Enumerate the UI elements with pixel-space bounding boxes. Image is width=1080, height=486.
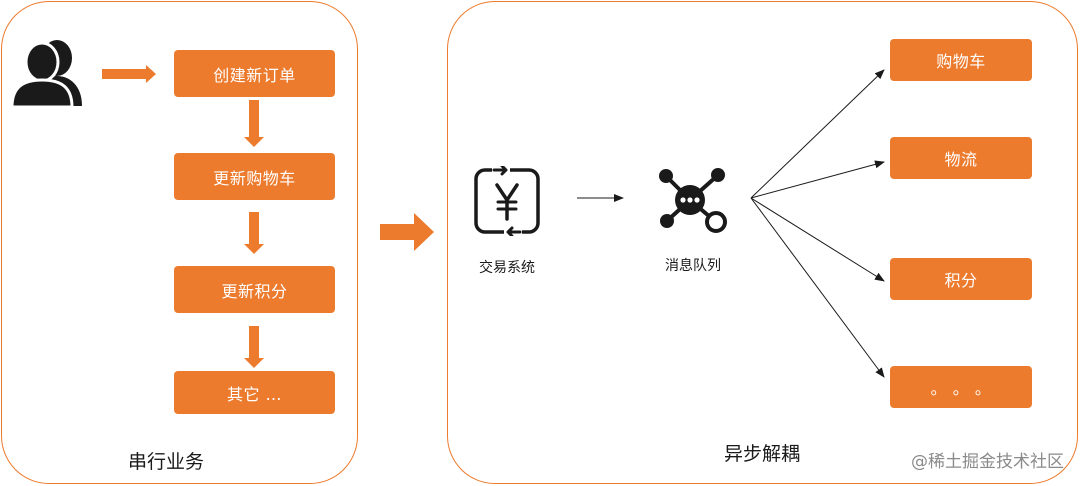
serial-panel-title: 串行业务 (128, 451, 205, 473)
target-points: 积分 (890, 258, 1032, 300)
target-logistics: 物流 (890, 137, 1032, 179)
serial-step-create-order: 创建新订单 (174, 50, 335, 97)
serial-step-others: 其它 … (174, 371, 335, 414)
panel-transition-arrow (380, 213, 434, 251)
message-queue-icon (656, 164, 730, 236)
message-queue-label: 消息队列 (665, 258, 721, 274)
serial-step-update-points: 更新积分 (174, 266, 335, 313)
target-others: 。 。 。 (890, 366, 1032, 408)
trade-system-label: 交易系统 (479, 260, 535, 276)
target-cart: 购物车 (890, 39, 1032, 81)
watermark: @稀土掘金技术社区 (911, 452, 1064, 472)
yen-exchange-icon (472, 164, 542, 238)
serial-step-update-cart: 更新购物车 (174, 153, 335, 200)
async-panel-title: 异步解耦 (724, 443, 801, 465)
users-icon (10, 36, 86, 109)
